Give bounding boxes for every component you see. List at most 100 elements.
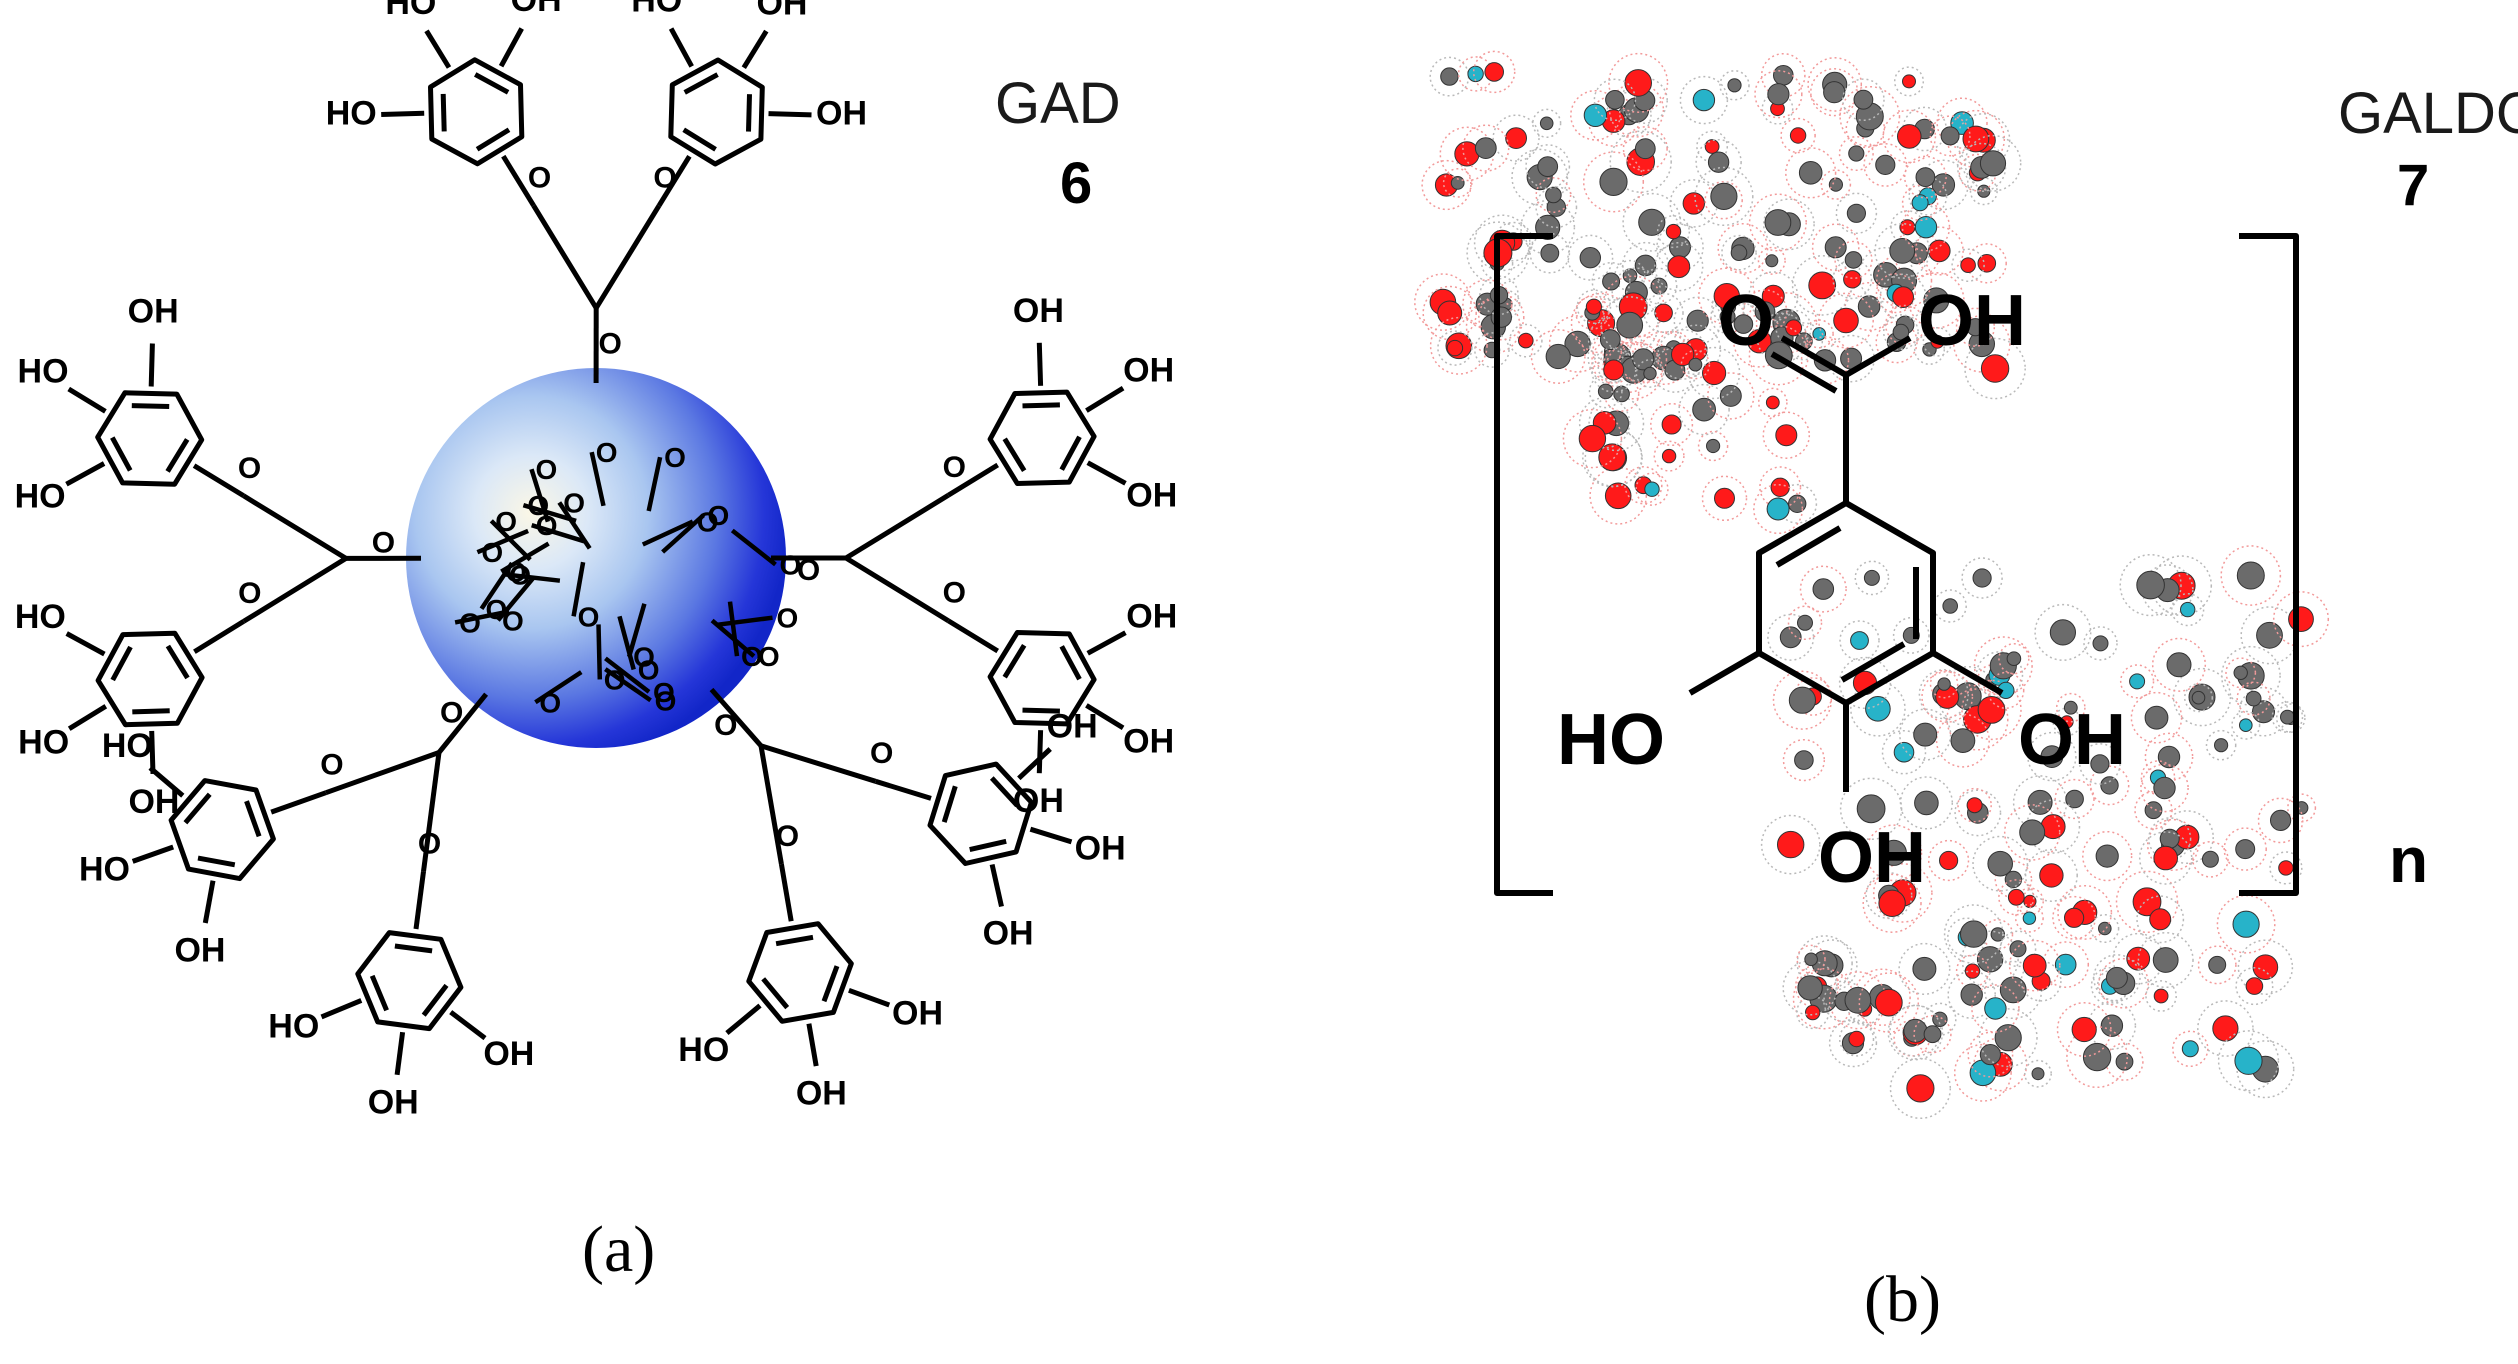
hydroxyl-bond — [149, 730, 156, 774]
surface-dot-shell — [1943, 904, 2004, 964]
surface-dot-shell — [1611, 267, 1662, 318]
hydroxyl-bond — [65, 631, 106, 657]
atom — [2153, 776, 2176, 800]
atom — [2144, 705, 2169, 730]
gallate-arms — [65, 27, 1127, 1076]
surface-dot-shell — [2271, 701, 2304, 733]
hydroxyl-bond — [148, 765, 185, 798]
atom — [2236, 561, 2265, 590]
surface-dot-shell — [1754, 70, 1803, 119]
surface-dot-shell — [1913, 333, 1946, 365]
atom — [1643, 366, 1657, 381]
atom — [2006, 651, 2022, 667]
hydroxyl-bond — [148, 343, 155, 387]
atom — [1467, 65, 1484, 83]
surface-dot-shell — [2257, 797, 2304, 844]
atom — [1972, 568, 1992, 588]
core-oxygen-label: O — [664, 442, 686, 473]
atom — [2144, 801, 2163, 820]
surface-dot-shell — [2148, 817, 2192, 861]
surface-dot-shell — [2140, 763, 2189, 813]
panel-a-number: 6 — [1060, 151, 1093, 216]
atom — [1889, 238, 1916, 264]
surface-dot-shell — [2172, 1030, 2209, 1068]
atom — [2235, 839, 2256, 860]
atom — [1999, 976, 2027, 1004]
atom — [2019, 819, 2046, 846]
ring-link-bond — [778, 863, 794, 922]
surface-dot-shell — [2024, 1059, 2052, 1088]
hydroxyl-bond — [394, 1031, 406, 1076]
surface-dot-shell — [1704, 180, 1743, 220]
atom — [1848, 1030, 1865, 1048]
right-bracket — [2239, 233, 2299, 896]
surface-dot-shell — [1624, 466, 1663, 505]
atom — [1446, 339, 1464, 357]
carbonyl-oxygen-label: O — [653, 162, 676, 195]
atom — [1846, 203, 1867, 223]
atom — [1928, 239, 1951, 263]
gallate-ring-double-bond — [761, 977, 790, 1010]
surface-dot-shell — [1998, 879, 2035, 916]
atom — [1777, 830, 1805, 859]
surface-dot-shell — [2287, 793, 2317, 823]
atom — [1605, 90, 1625, 110]
atom — [2256, 621, 2283, 649]
surface-dot-shell — [1961, 557, 2003, 599]
panel-b-title: GALDOP — [2338, 81, 2518, 146]
surface-dot-shell — [1838, 135, 1874, 172]
surface-dot-shell — [1913, 1015, 1952, 1054]
gallate-ring-double-bond — [197, 855, 236, 868]
atom — [1987, 850, 2013, 877]
atom — [1942, 598, 1958, 614]
hydroxyl-bond — [768, 111, 812, 118]
surface-dot-shell — [1844, 281, 1894, 332]
atom — [2191, 690, 2206, 705]
atom — [1692, 397, 1716, 422]
surface-dot-shell — [1582, 151, 1645, 213]
panel-b-caption: (b) — [1864, 1263, 1941, 1336]
atom — [1804, 952, 1818, 967]
hydroxyl-bond — [668, 27, 694, 68]
ester-oxygen-label: O — [714, 709, 737, 742]
hydroxyl-label: OH — [174, 932, 225, 970]
surface-dot-shell — [1796, 935, 1853, 992]
surface-dot-shell — [1784, 322, 1824, 361]
surface-dot-shell — [1442, 168, 1473, 198]
surface-dot-shell — [2220, 545, 2282, 606]
atom — [1912, 956, 1937, 981]
surface-dot-shell — [2145, 980, 2177, 1012]
atom — [1603, 359, 1625, 381]
surface-dot-shell — [1575, 295, 1610, 330]
hydroxyl-bond — [381, 110, 425, 117]
atom — [1713, 283, 1741, 310]
hydroxyl-label: OH — [128, 293, 179, 331]
hydroxyl-label: OH — [128, 783, 179, 821]
surface-dot-shell — [2055, 692, 2086, 723]
atom — [1613, 385, 1630, 403]
surface-dot-shell — [2003, 804, 2061, 861]
core-bond — [730, 528, 777, 567]
surface-dot-shell — [1576, 289, 1612, 325]
surface-dot-shell — [1953, 315, 2011, 373]
atom — [1779, 626, 1802, 649]
surface-dot-shell — [2197, 945, 2237, 985]
gallate-ring-double-bond — [941, 785, 958, 823]
hydroxyl-bond — [65, 461, 106, 487]
atom — [1788, 686, 1817, 714]
surface-dot-shell — [2119, 664, 2155, 699]
surface-dot-shell — [1936, 97, 1988, 149]
carbonyl-oxygen-label: O — [238, 577, 261, 610]
hydroxyl-label: HO — [18, 723, 69, 761]
surface-dot-shell — [1748, 271, 1799, 322]
surface-dot-shell — [2083, 626, 2118, 661]
surface-dot-shell — [2054, 778, 2095, 820]
ring-bottom-hydroxyl-label: OH — [1818, 818, 1926, 898]
surface-dot-shell — [1756, 312, 1808, 364]
atom — [1632, 348, 1655, 371]
atom — [1765, 395, 1780, 410]
surface-dot-shell — [2034, 603, 2092, 661]
surface-dot-shell — [1753, 483, 1804, 535]
atom — [1914, 790, 1939, 816]
